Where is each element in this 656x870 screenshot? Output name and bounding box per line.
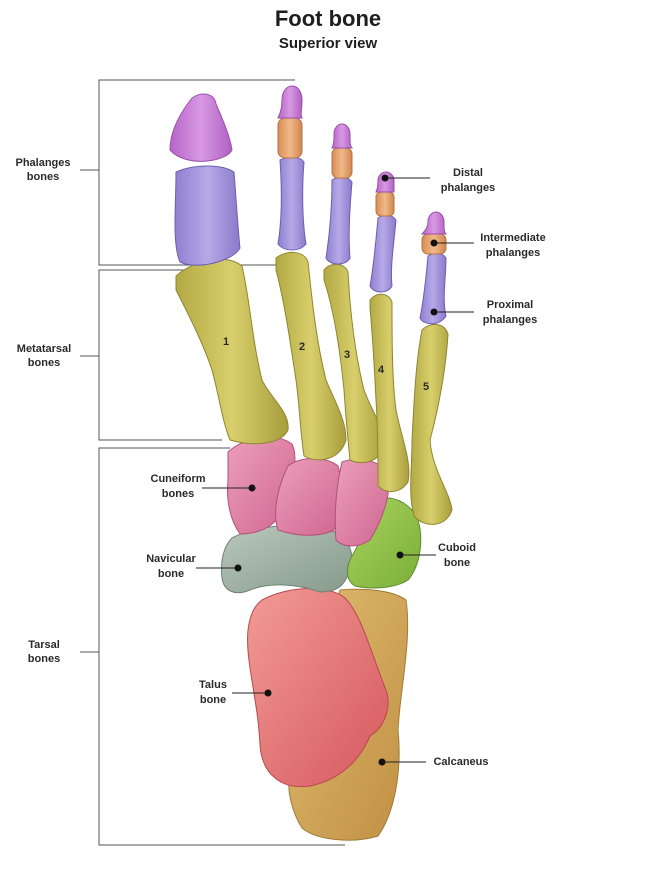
metatarsal-number-4: 4 (378, 364, 385, 376)
distal-phalanx-1 (169, 93, 233, 162)
page-subtitle: Superior view (278, 35, 378, 52)
metatarsal-1 (175, 258, 289, 445)
distal-phalanx-5 (420, 211, 448, 235)
phalanges-group-label: Phalanges bones (15, 157, 71, 183)
talus-bone (247, 588, 389, 788)
metatarsal-number-3: 3 (344, 349, 350, 361)
cuboid-dot (396, 551, 404, 559)
calcaneus-label: Calcaneus (433, 756, 489, 768)
proximal-phalanx-3 (325, 176, 353, 265)
talus-dot (264, 689, 272, 697)
pointer-dots (234, 174, 438, 766)
intermediate-dot (430, 239, 438, 247)
talus-bone-label: Talus bone (199, 679, 227, 706)
metatarsal-number-5: 5 (423, 381, 429, 393)
metatarsal-4 (369, 293, 410, 492)
proximal-dot (430, 308, 438, 316)
intermediate-phalanx-3 (331, 147, 353, 179)
distal-phalanx-3 (331, 123, 354, 149)
metatarsal-number-1: 1 (223, 336, 229, 348)
navicular-bone-label: Navicular bone (146, 553, 196, 580)
intermediate-phalanx-2 (277, 117, 303, 159)
metatarsal-group-label: Metatarsal bones (16, 343, 72, 369)
cuboid-bone-label: Cuboid bone (438, 542, 476, 569)
tarsal-bracket (98, 447, 345, 846)
proximal-phalanx-2 (277, 156, 307, 251)
metatarsal-number-2: 2 (299, 341, 305, 353)
distal-dot (381, 174, 389, 182)
cuneiform-dot (248, 484, 256, 492)
intermediate-phalanges (277, 117, 447, 255)
navicular-dot (234, 564, 242, 572)
distal-phalanx-4 (375, 171, 395, 193)
metatarsal-bones (175, 252, 453, 525)
cuneiform-bones-label: Cuneiform bones (150, 473, 206, 500)
distal-phalanges-label: Distal phalanges (440, 167, 496, 194)
intermediate-phalanx-4 (375, 191, 395, 217)
metatarsal-2 (275, 252, 347, 461)
tarsal-group-label: Tarsal bones (27, 639, 61, 665)
page-title: Foot bone (274, 6, 382, 31)
proximal-phalanges (174, 156, 447, 325)
distal-phalanges (169, 85, 448, 235)
intermediate-phalanges-label: Intermediate phalanges (480, 232, 546, 259)
proximal-phalanges-label: Proximal phalanges (482, 299, 538, 326)
cuneiform-intermediate (275, 458, 342, 536)
proximal-phalanx-1 (174, 165, 241, 266)
metatarsal-bracket (98, 269, 222, 441)
calcaneus-dot (378, 758, 386, 766)
metatarsal-5 (410, 324, 453, 525)
pointer-lines (196, 177, 474, 763)
proximal-phalanx-4 (369, 214, 397, 293)
distal-phalanx-2 (277, 85, 304, 119)
navicular-bone (221, 525, 353, 594)
